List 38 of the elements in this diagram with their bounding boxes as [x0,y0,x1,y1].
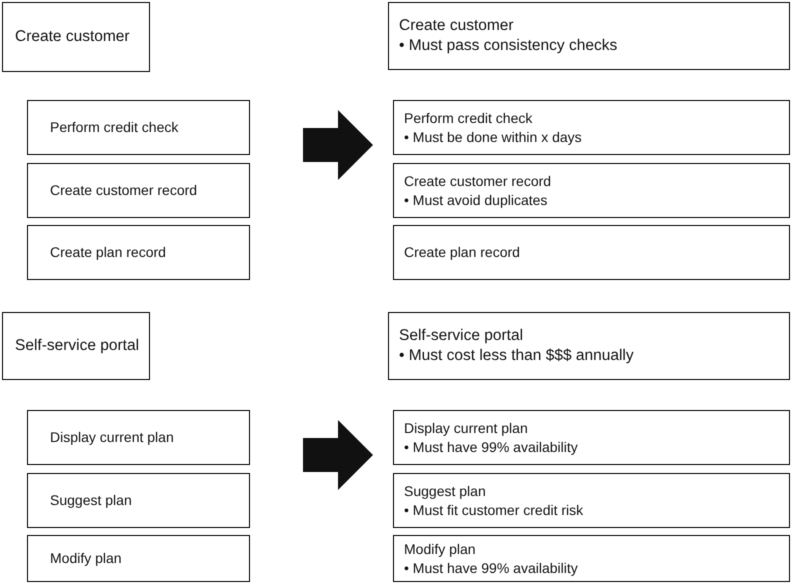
task-box [393,410,790,465]
node-title: Modify plan [404,540,477,558]
group-box [2,312,150,380]
node-title: Create customer record [50,181,198,200]
node-title: Create customer record [404,172,552,190]
task-box [393,535,790,582]
task-box [27,225,250,280]
requirement-text: • Must have 99% availability [404,558,579,577]
group-box [388,2,790,70]
node-title: Create plan record [404,243,521,262]
node-title: Create plan record [50,243,167,262]
task-box [393,473,790,528]
node-title: Display current plan [404,419,529,438]
node-title: Display current plan [50,428,175,447]
task-box [27,163,250,218]
group-box [388,312,790,380]
task-box [27,473,250,528]
node-title: Self-service portal [399,326,524,346]
node-title: Create customer [15,26,131,47]
requirement-text: • Must have 99% availability [404,438,579,456]
node-title: Perform credit check [50,118,180,137]
node-title: Modify plan [50,549,123,568]
task-box [27,535,250,582]
requirement-text: • Must avoid duplicates [404,190,548,209]
group-box [2,2,150,72]
task-box [27,100,250,155]
node-title: Create customer [399,16,515,36]
task-box [27,410,250,465]
requirement-text: • Must pass consistency checks [399,36,618,56]
node-title: Suggest plan [50,491,133,510]
task-box [393,225,790,280]
requirement-text: • Must be done within x days [404,128,583,146]
node-title: Suggest plan [404,482,487,500]
task-box [393,163,790,218]
requirement-text: • Must cost less than $$$ annually [399,346,635,366]
task-box [393,100,790,155]
requirement-text: • Must fit customer credit risk [404,500,584,519]
node-title: Perform credit check [404,109,534,128]
